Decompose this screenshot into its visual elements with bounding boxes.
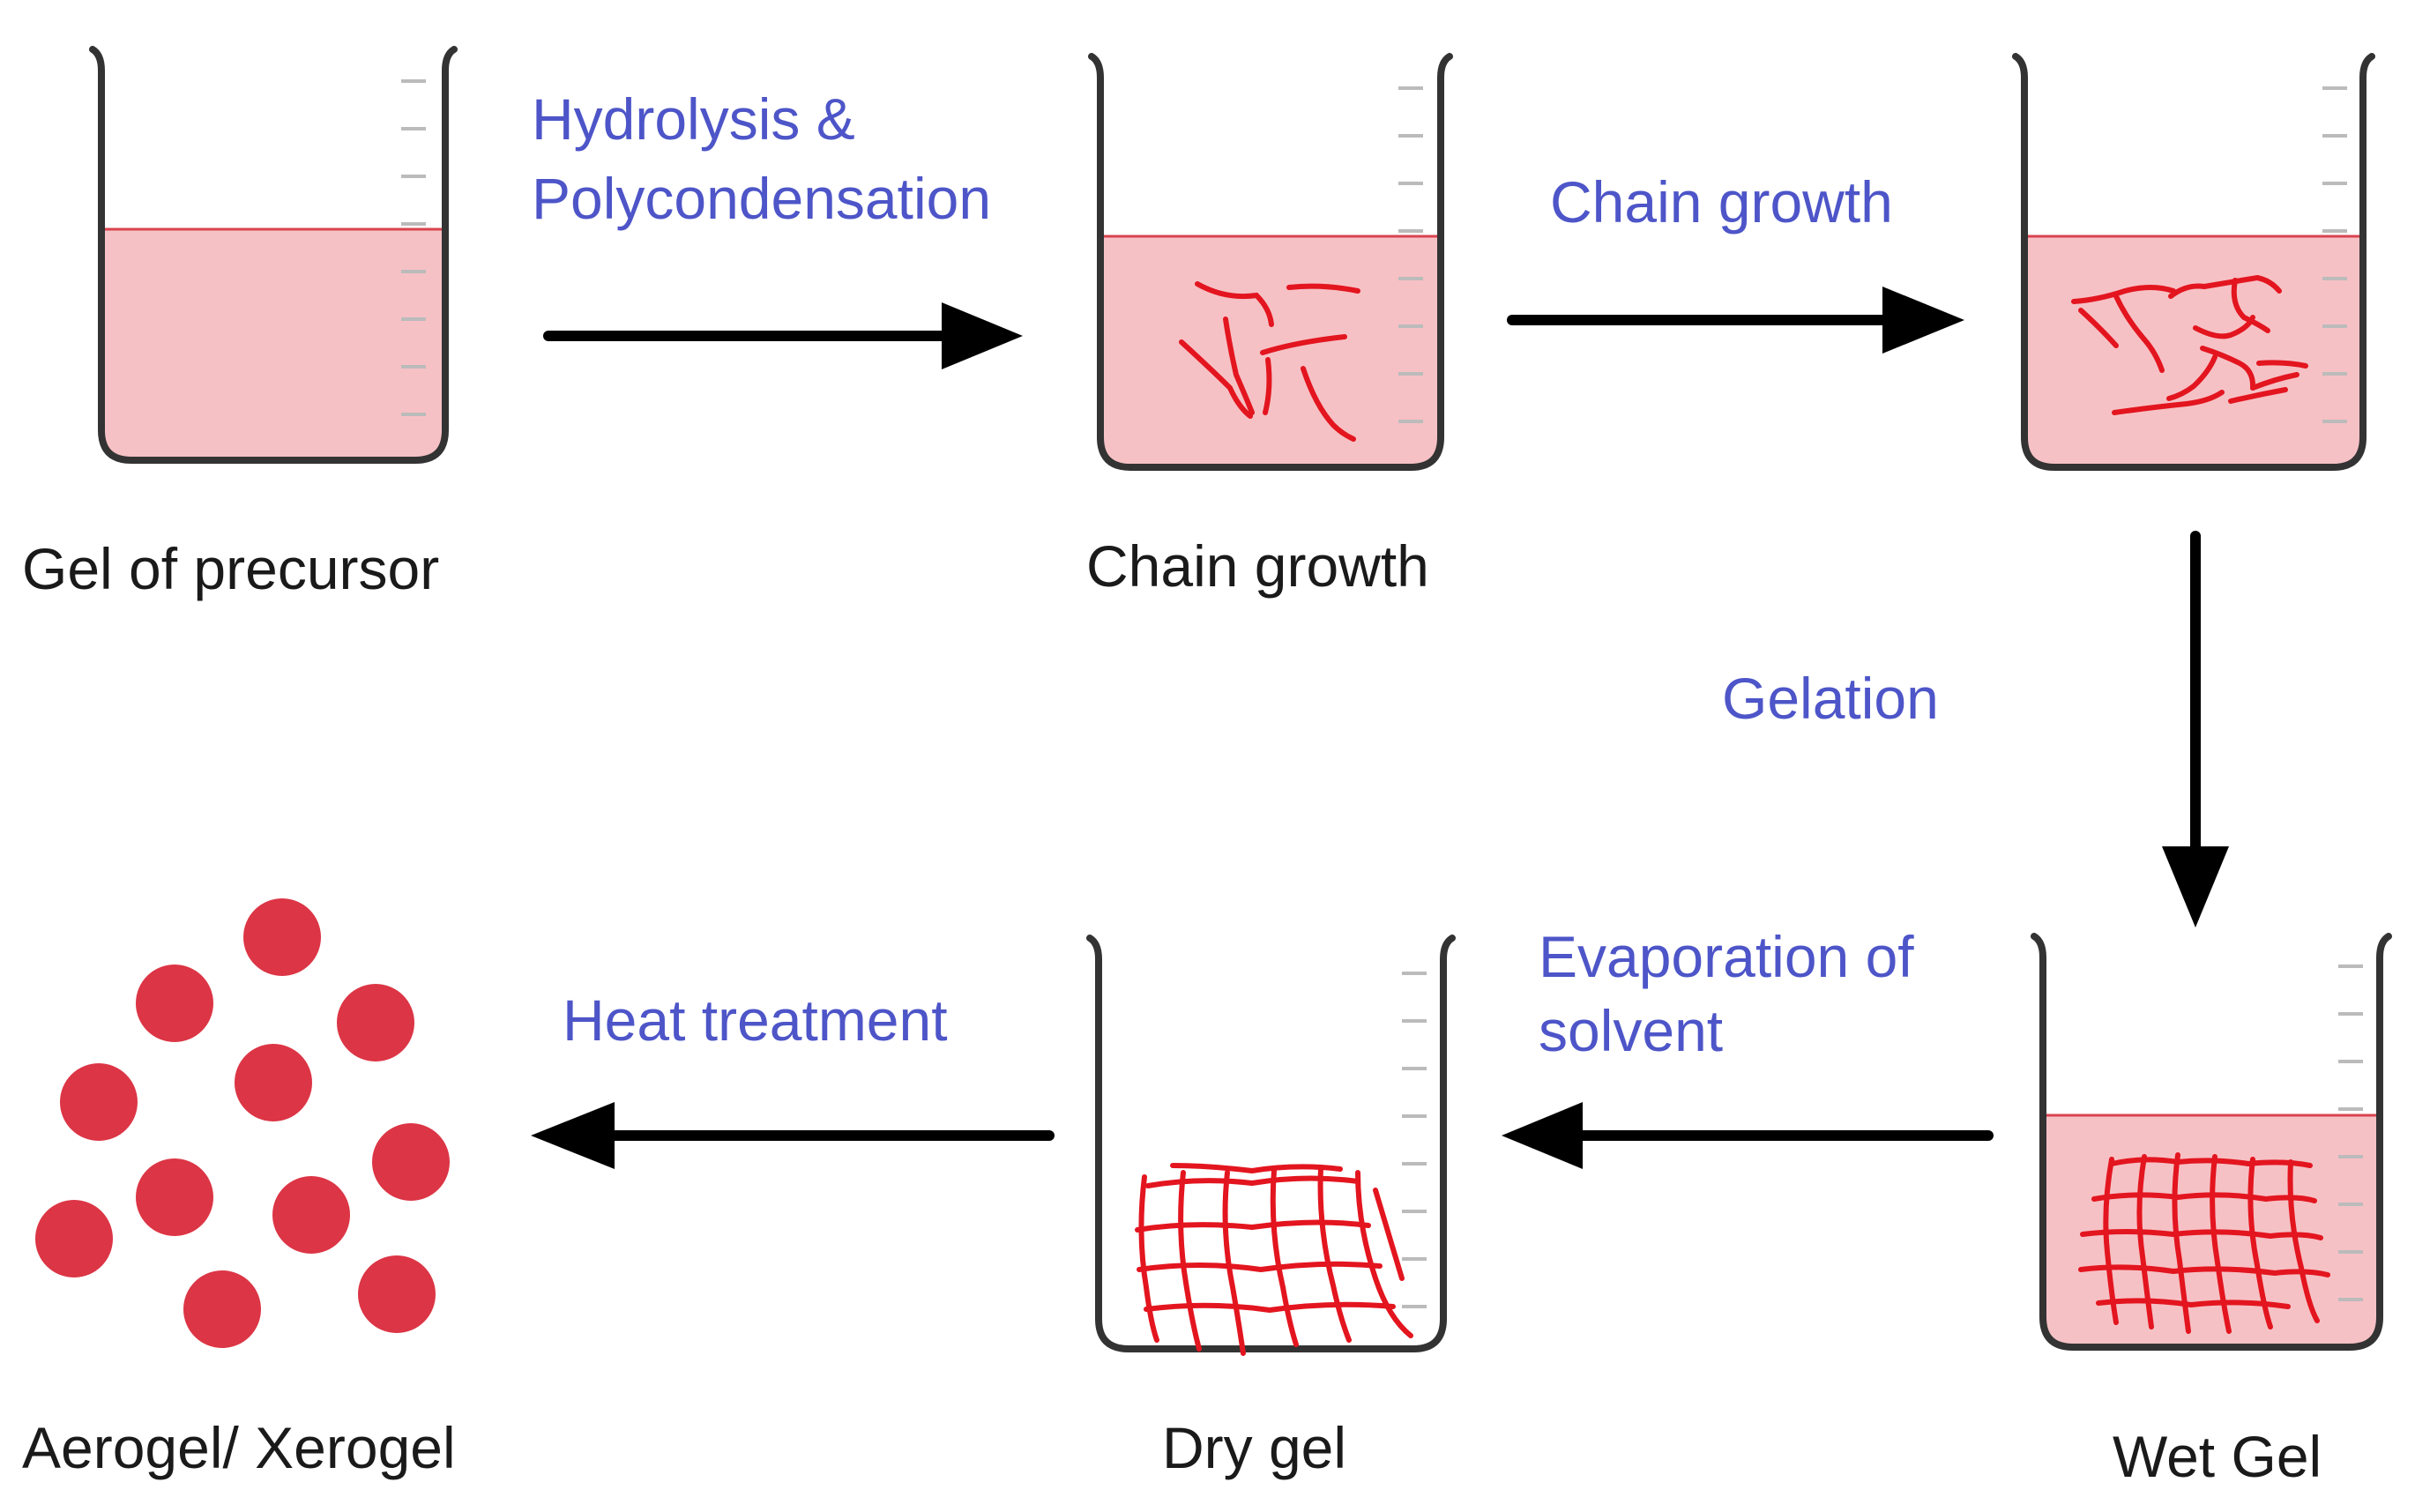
beaker-dry-gel [1086,935,1456,1356]
polymer-chains [1179,281,1360,442]
step-evaporation-line1: Evaporation of [1539,924,1914,989]
particle [183,1270,261,1348]
particle [358,1255,436,1333]
particle [136,1158,213,1236]
particle [272,1176,350,1254]
beaker-chain-growth [1088,53,1453,471]
particle [372,1123,450,1201]
label-aerogel-xerogel: Aerogel/ Xerogel [22,1415,456,1480]
beaker-precursor [89,46,458,464]
gel-network [2078,1152,2330,1334]
beaker-polymerized [2012,53,2375,471]
beaker-outline [2031,933,2392,1351]
step-evaporation-line2: solvent [1539,998,1723,1063]
graduation-marks [2322,86,2347,423]
label-wet-gel: Wet Gel [2113,1424,2322,1489]
graduation-marks [1402,972,1427,1308]
arrow-gelation [2162,531,2229,927]
beaker-outline [1086,935,1456,1352]
label-gel-of-precursor: Gel of precursor [22,536,439,601]
aerogel-particles [35,898,450,1348]
dry-gel-network [1135,1163,1413,1356]
step-gelation: Gelation [1722,666,1939,731]
liquid [101,229,445,460]
graduation-marks [2338,965,2363,1301]
beaker-outline [89,46,458,464]
graduation-marks [401,79,426,416]
liquid [2024,236,2363,467]
graduation-marks [1398,86,1423,423]
beaker-wet-gel [2031,933,2392,1351]
polymer-network [2071,274,2308,415]
arrow-chain-growth [1507,287,1964,354]
label-chain-growth: Chain growth [1086,533,1429,599]
arrow-heat-treatment [531,1102,1055,1169]
step-hydrolysis-line1: Hydrolysis & [532,86,855,152]
beaker-outline [2012,53,2375,471]
particle [235,1044,312,1121]
particle [136,965,213,1042]
beaker-outline [1088,53,1453,471]
arrow-hydrolysis [543,302,1023,369]
step-chain-growth: Chain growth [1550,169,1893,235]
label-dry-gel: Dry gel [1162,1415,1346,1480]
arrow-evaporation [1502,1102,1994,1169]
particle [60,1063,138,1141]
particle [35,1200,113,1277]
particle [337,984,414,1061]
particle [243,898,321,976]
step-hydrolysis-line2: Polycondensation [532,166,991,231]
step-heat-treatment: Heat treatment [563,987,948,1053]
